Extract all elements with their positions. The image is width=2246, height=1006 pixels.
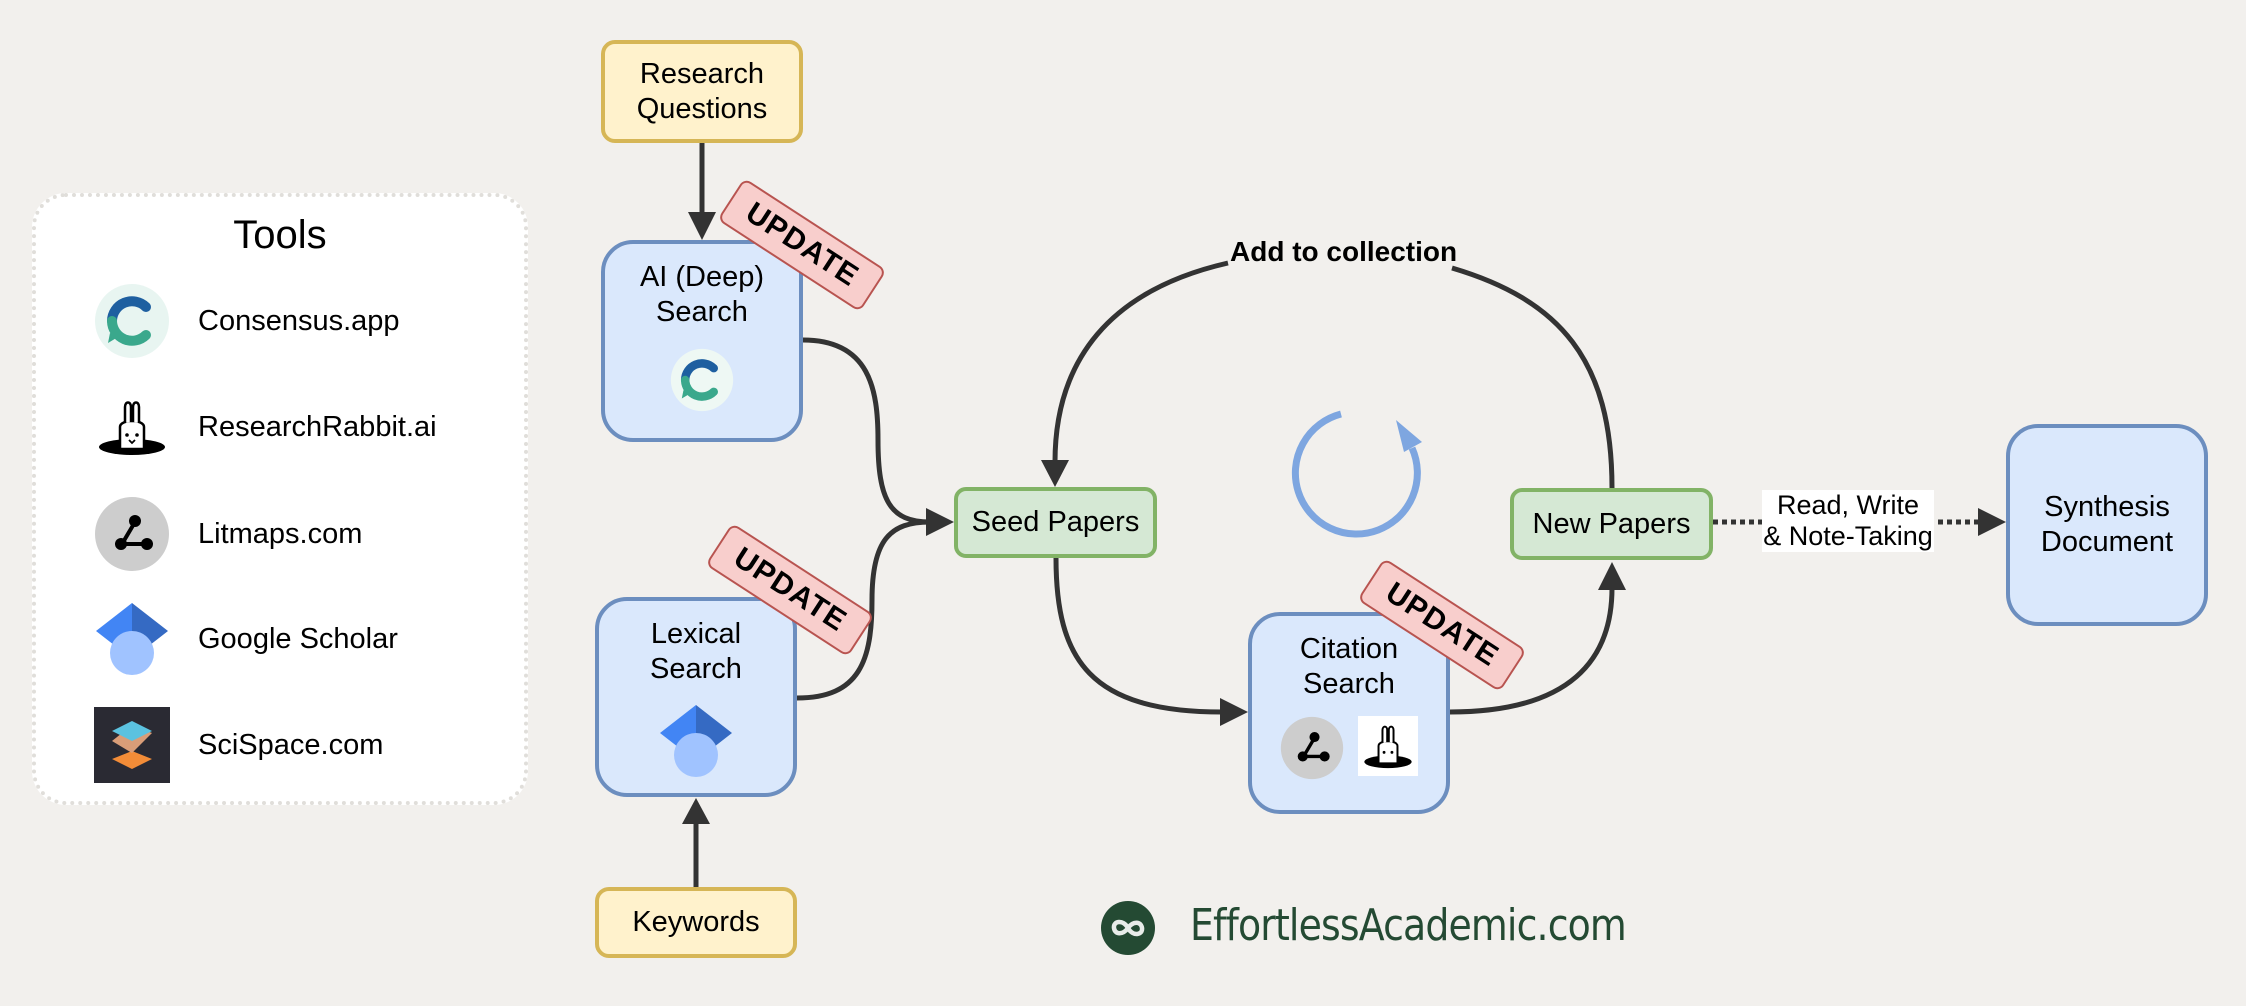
tool-researchrabbit: ResearchRabbit.ai bbox=[94, 389, 514, 465]
scispace-icon bbox=[94, 707, 170, 783]
consensus-icon bbox=[670, 348, 734, 421]
node-lexical-search[interactable]: Lexical Search bbox=[595, 597, 797, 797]
tool-litmaps: Litmaps.com bbox=[94, 496, 514, 572]
tools-panel: Tools Consensus.app ResearchRabbit.ai bbox=[32, 193, 528, 805]
tool-label: Consensus.app bbox=[198, 304, 400, 337]
node-seed-papers[interactable]: Seed Papers bbox=[954, 487, 1157, 558]
brand-name[interactable]: EffortlessAcademic.com bbox=[1190, 900, 1627, 951]
node-citation-search[interactable]: Citation Search bbox=[1248, 612, 1450, 814]
google-scholar-icon bbox=[94, 601, 170, 677]
citation-tool-icons bbox=[1280, 716, 1418, 789]
consensus-icon bbox=[94, 283, 170, 359]
edge-seed-to-citation bbox=[1053, 557, 1223, 715]
node-research-questions[interactable]: Research Questions bbox=[601, 40, 803, 143]
node-label: AI (Deep) Search bbox=[639, 261, 765, 328]
arrowhead bbox=[1220, 698, 1248, 726]
arrowhead bbox=[682, 798, 710, 824]
node-label: Citation Search bbox=[1299, 633, 1399, 700]
tool-label: Litmaps.com bbox=[198, 517, 363, 550]
tools-title: Tools bbox=[233, 213, 327, 257]
node-keywords[interactable]: Keywords bbox=[595, 887, 797, 958]
arrowhead bbox=[1598, 562, 1626, 590]
litmaps-icon bbox=[1280, 716, 1344, 789]
edge-new-to-seed bbox=[1451, 265, 1615, 489]
edge-ai-to-seed bbox=[802, 337, 931, 525]
researchrabbit-icon bbox=[1358, 716, 1418, 789]
tool-label: SciSpace.com bbox=[198, 728, 384, 761]
node-label: Lexical Search bbox=[650, 618, 742, 685]
node-ai-search[interactable]: AI (Deep) Search bbox=[601, 240, 803, 442]
google-scholar-icon bbox=[658, 703, 734, 788]
edge-label-read-write: Read, Write & Note-Taking bbox=[1762, 490, 1934, 552]
arrowhead bbox=[926, 508, 954, 536]
litmaps-icon bbox=[94, 496, 170, 572]
tool-consensus: Consensus.app bbox=[94, 283, 514, 359]
tool-google-scholar: Google Scholar bbox=[94, 601, 514, 677]
arrowhead bbox=[688, 212, 716, 240]
arrowhead bbox=[1978, 508, 2006, 536]
cycle-arrow-icon bbox=[1291, 410, 1422, 538]
tool-label: ResearchRabbit.ai bbox=[198, 410, 437, 443]
tool-scispace: SciSpace.com bbox=[94, 707, 514, 783]
arrowhead bbox=[1041, 460, 1069, 487]
edge-label-add-to-collection: Add to collection bbox=[1230, 236, 1458, 267]
edge-new-to-seed-2 bbox=[1052, 260, 1229, 463]
node-new-papers[interactable]: New Papers bbox=[1510, 488, 1713, 560]
tool-label: Google Scholar bbox=[198, 622, 398, 655]
researchrabbit-icon bbox=[94, 389, 170, 465]
effortless-academic-logo-icon bbox=[1101, 901, 1155, 955]
node-synthesis-document[interactable]: Synthesis Document bbox=[2006, 424, 2208, 626]
